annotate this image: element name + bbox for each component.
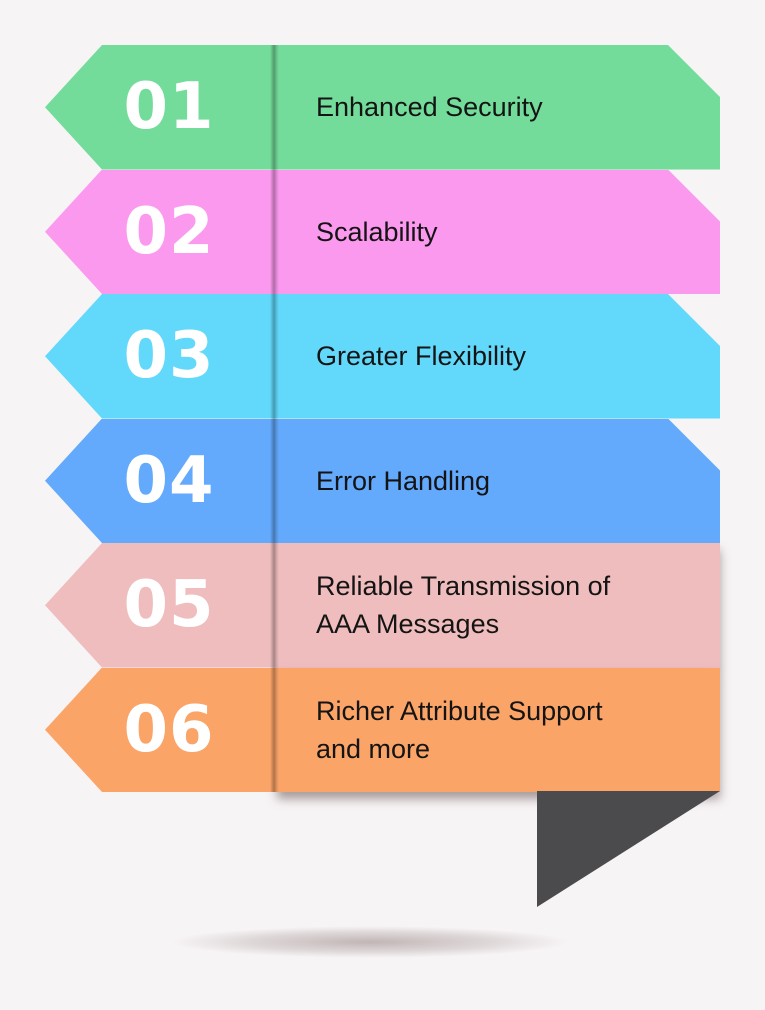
band-shape [277, 170, 720, 295]
step-label: Scalability [316, 216, 438, 247]
step-number: 06 [123, 692, 215, 767]
band-shape [277, 45, 720, 170]
band-shape [277, 419, 720, 544]
row-04: 04 Error Handling [0, 418, 765, 544]
row-05: 05 Reliable Transmission of AAA Messages [0, 543, 765, 668]
step-label: Error Handling [316, 465, 491, 496]
step-number: 05 [123, 568, 215, 643]
divider-line [270, 45, 279, 792]
row-06: 06 Richer Attribute Support and more [0, 667, 765, 792]
band-shape [277, 543, 720, 668]
step-label: Reliable Transmission of AAA Messages [316, 571, 611, 640]
step-number: 02 [123, 194, 215, 269]
step-label: Greater Flexibility [316, 341, 527, 372]
band-shape [277, 294, 720, 419]
arrow-shape [45, 543, 277, 668]
speech-tail [537, 791, 720, 907]
row-03: 03 Greater Flexibility [0, 294, 765, 419]
step-number: 01 [123, 70, 215, 145]
ground-shadow [95, 920, 645, 964]
step-number: 04 [123, 443, 215, 518]
arrow-shape [45, 294, 277, 419]
arrow-shape [45, 45, 277, 170]
step-number: 03 [123, 319, 215, 394]
step-label: Richer Attribute Support and more [316, 695, 603, 764]
arrow-shape [45, 667, 277, 792]
step-label: Enhanced Security [316, 92, 543, 123]
band-shape [277, 667, 720, 792]
row-02: 02 Scalability [0, 169, 765, 295]
arrow-shape [45, 169, 277, 294]
arrow-shape [45, 418, 277, 543]
row-01: 01 Enhanced Security [0, 45, 765, 170]
